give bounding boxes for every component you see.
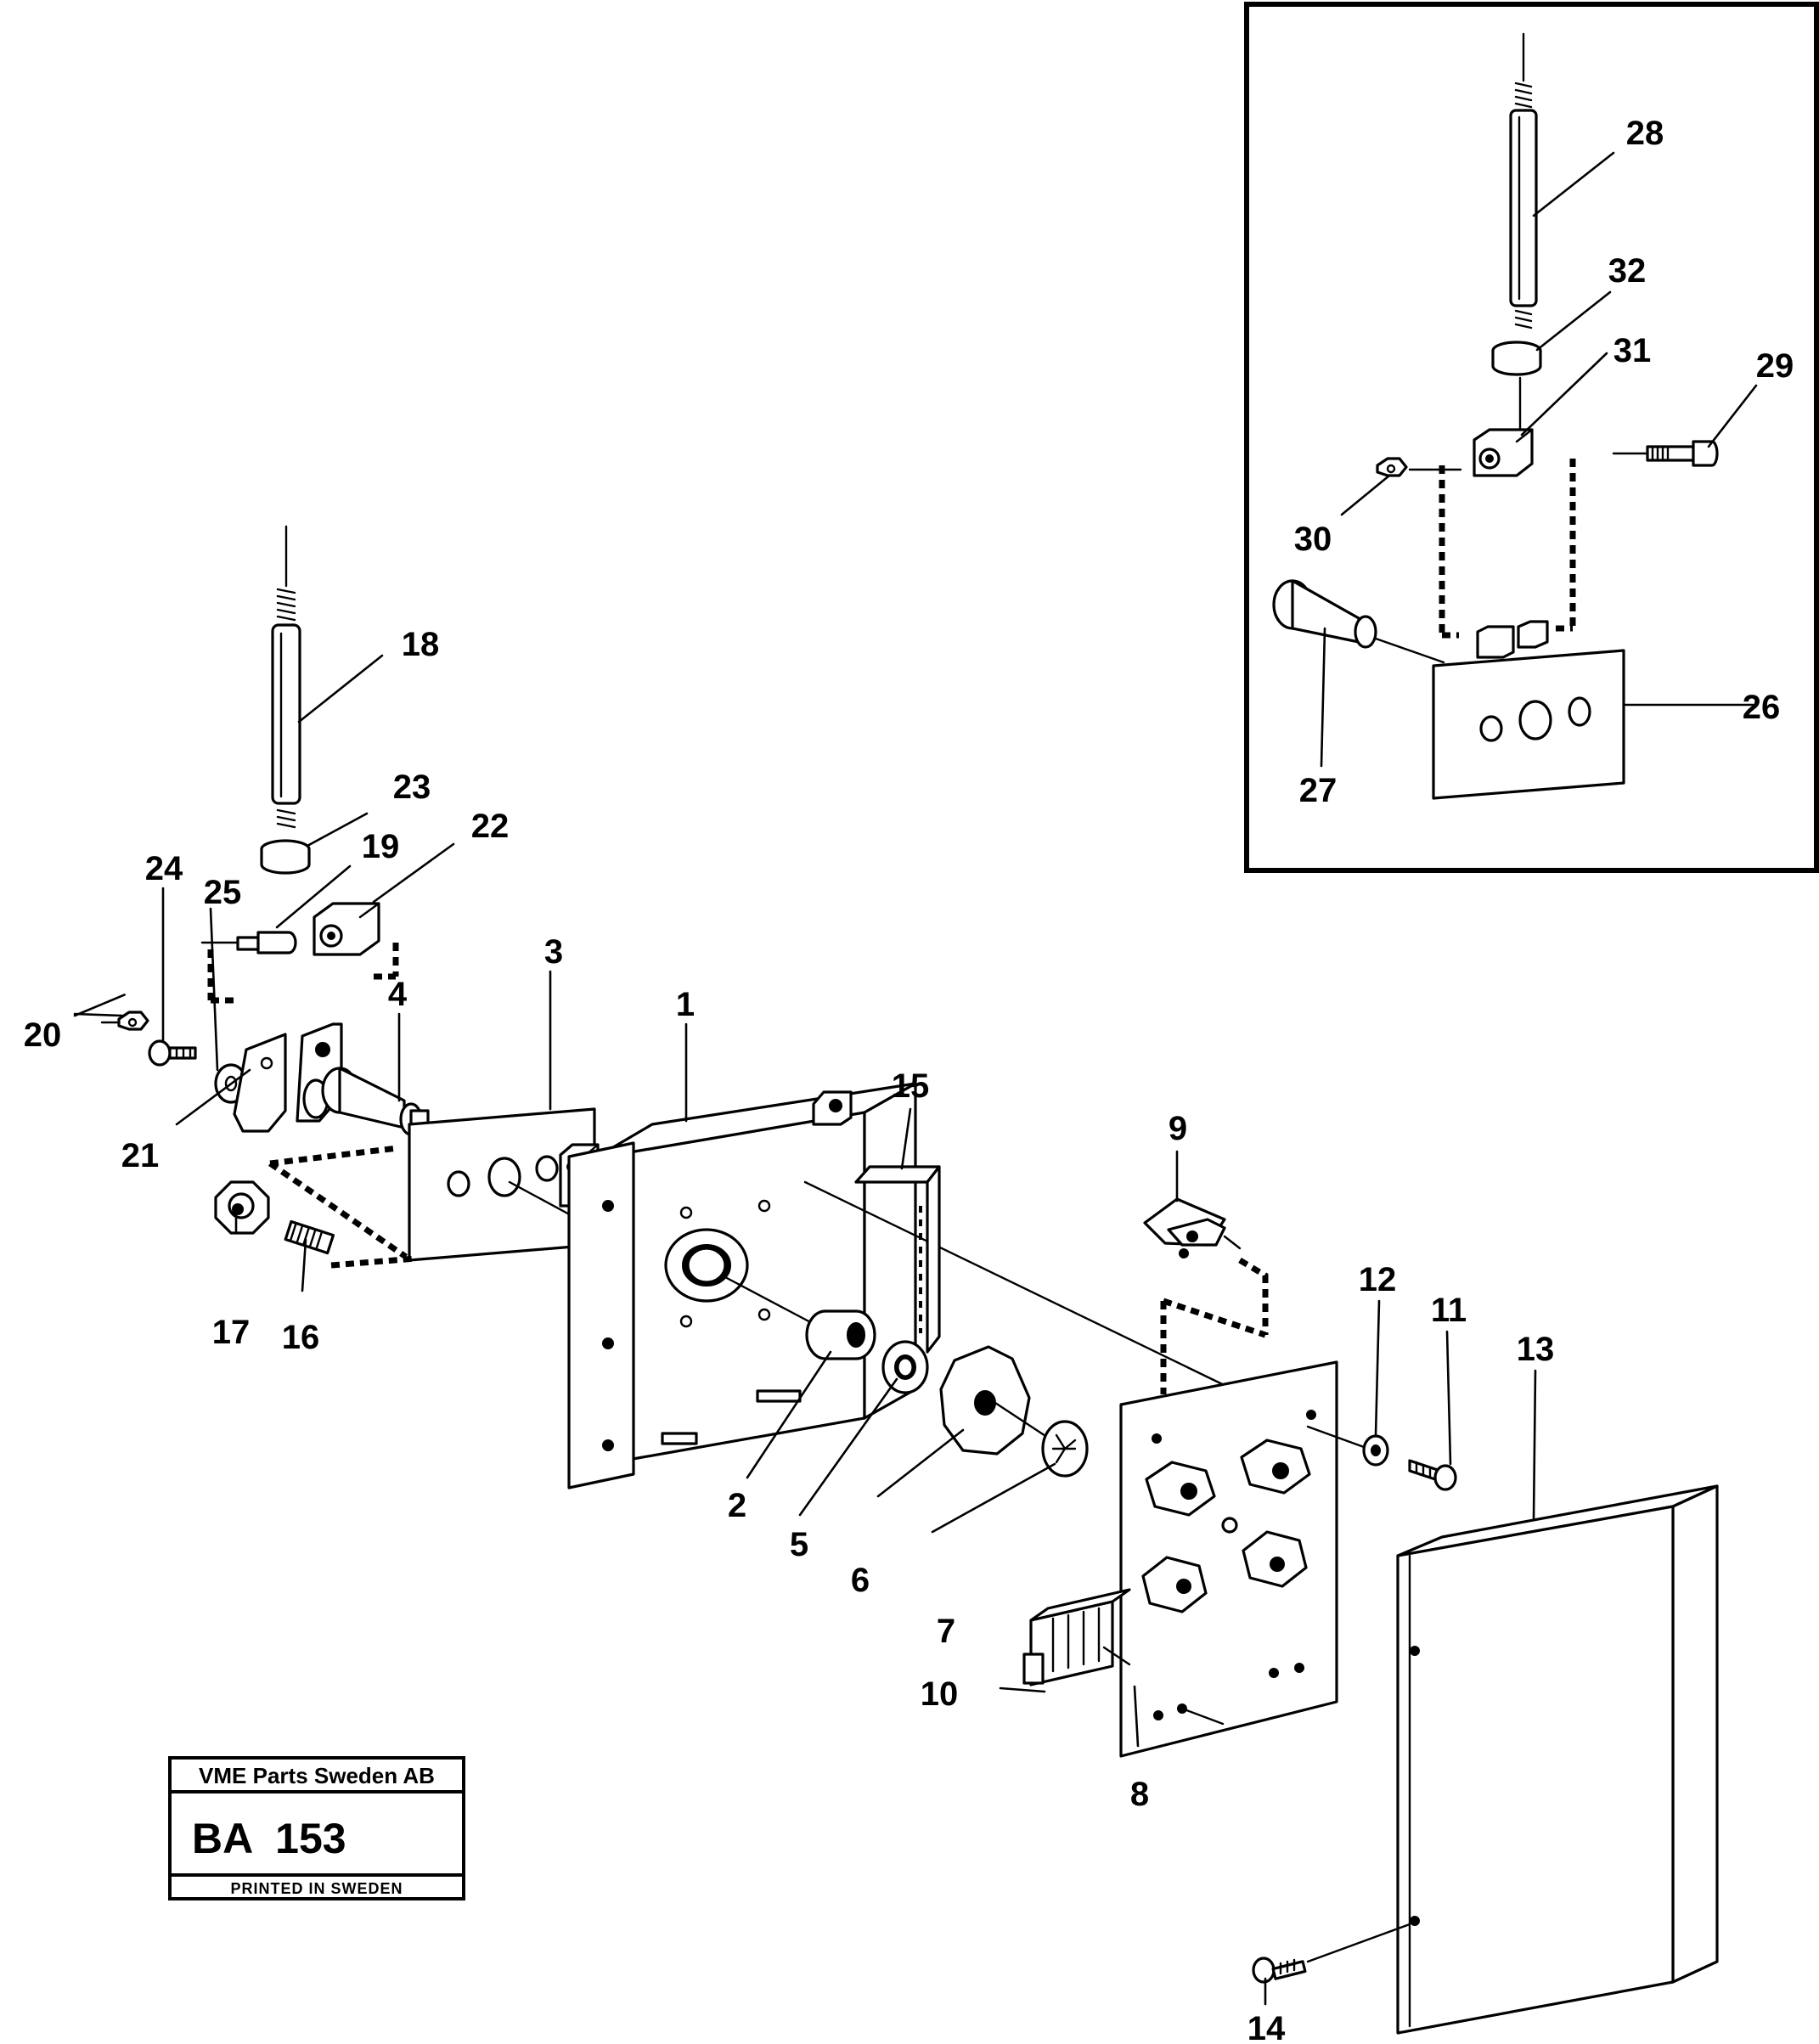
callout-12: 12 (1359, 1261, 1397, 1298)
callout-labels: 1 2 3 4 5 6 7 8 9 10 11 12 13 14 15 16 1… (24, 115, 1794, 2044)
callout-24: 24 (145, 850, 183, 887)
part-5-washer (881, 1340, 929, 1394)
part-15-clip (854, 1165, 941, 1354)
callout-13: 13 (1517, 1331, 1555, 1368)
callout-27: 27 (1299, 772, 1338, 809)
callout-16: 16 (282, 1319, 320, 1356)
callout-26: 26 (1743, 689, 1781, 726)
part-31-block (1473, 428, 1534, 477)
callout-31: 31 (1613, 332, 1652, 369)
part-32-nut (1491, 341, 1542, 376)
leader-lines (73, 151, 1758, 2006)
callout-2: 2 (728, 1487, 746, 1524)
part-26-plate (1432, 620, 1625, 800)
callout-10: 10 (921, 1675, 959, 1713)
inset-bracket-dashed (1439, 459, 1576, 639)
callout-28: 28 (1626, 115, 1664, 152)
callout-11: 11 (1431, 1292, 1467, 1329)
part-20-nut (100, 1011, 149, 1031)
part-8-board (1119, 1360, 1338, 1758)
bracket-dashed-lower (268, 1145, 417, 1269)
part-12-washer (1362, 1434, 1389, 1467)
part-22-block (313, 902, 380, 956)
part-16-screw (284, 1219, 335, 1255)
part-18-rod (271, 525, 301, 829)
callout-14: 14 (1247, 2010, 1286, 2044)
stamp-company: VME Parts Sweden AB (199, 1763, 435, 1788)
callout-30: 30 (1294, 521, 1332, 558)
callout-4: 4 (388, 976, 408, 1013)
part-28-rod (1509, 32, 1538, 329)
part-10-terminal-strip (1022, 1588, 1131, 1686)
callout-3: 3 (544, 933, 563, 971)
part-17-nut (214, 1180, 270, 1235)
part-19-bolt (200, 931, 297, 954)
part-14-screw (1252, 1923, 1411, 1984)
part-23-nut (260, 839, 311, 875)
inset-frame (1244, 2, 1819, 873)
part-6-cam (939, 1345, 1072, 1456)
part-4-pin (321, 1067, 430, 1136)
callout-1: 1 (676, 986, 695, 1023)
part-30-nut (1376, 457, 1462, 477)
callout-22: 22 (471, 808, 510, 845)
callout-23: 23 (393, 769, 431, 806)
part-24-screw (148, 1039, 197, 1067)
part-11-screw (1306, 1425, 1457, 1491)
part-2-bushing (805, 1309, 876, 1360)
callout-6: 6 (851, 1562, 870, 1599)
callout-29: 29 (1756, 347, 1794, 385)
callout-17: 17 (212, 1314, 251, 1351)
callout-21: 21 (121, 1137, 160, 1174)
callout-32: 32 (1608, 252, 1647, 290)
callout-20: 20 (24, 1016, 62, 1054)
stamp-printed: PRINTED IN SWEDEN (230, 1880, 403, 1897)
part-13-cover (1396, 1484, 1719, 2035)
part-7-star-washer (1041, 1420, 1089, 1478)
bracket-dashed-right (1160, 1257, 1269, 1394)
callout-19: 19 (362, 828, 400, 865)
part-29-screw (1612, 440, 1719, 467)
callout-18: 18 (402, 626, 440, 663)
callout-9: 9 (1169, 1110, 1187, 1147)
callout-8: 8 (1130, 1776, 1149, 1813)
callout-15: 15 (892, 1067, 930, 1105)
callout-25: 25 (204, 874, 242, 911)
part-9-microswitch (1143, 1197, 1242, 1258)
callout-7: 7 (937, 1613, 955, 1650)
stamp-code: BA 153 (192, 1815, 346, 1862)
vme-stamp: VME Parts Sweden AB BA 153 PRINTED IN SW… (168, 1756, 465, 1900)
part-27-pin (1272, 579, 1445, 664)
bracket-dashed-upper (207, 943, 399, 1004)
callout-5: 5 (790, 1526, 808, 1563)
